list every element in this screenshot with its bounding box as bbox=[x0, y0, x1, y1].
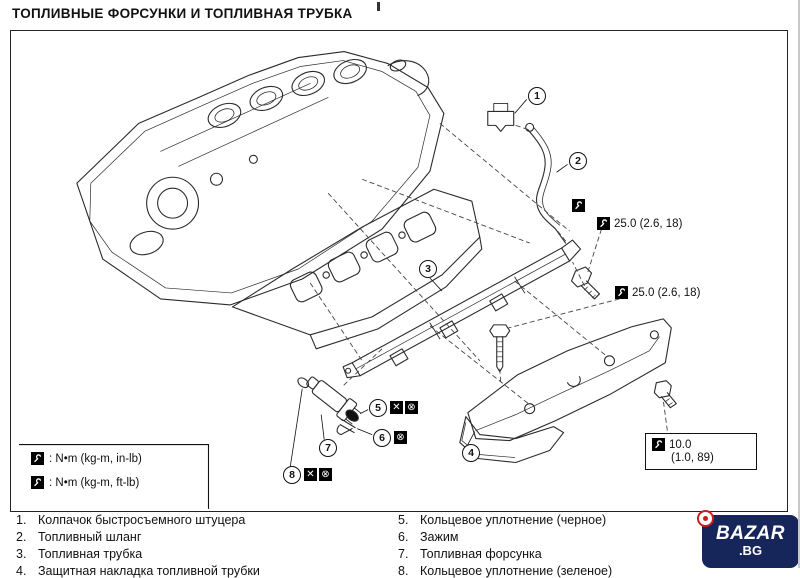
callout-6-number: 6 bbox=[379, 432, 385, 444]
callout-4-number: 4 bbox=[468, 447, 474, 459]
cross-circle-icon: ⊗ bbox=[405, 401, 418, 414]
torque-label-boxed: 10.0 (1.0, 89) bbox=[645, 433, 757, 470]
wrench-icon bbox=[572, 199, 585, 212]
torque-label-upper: 25.0 (2.6, 18) bbox=[597, 217, 682, 230]
legend-row-ftlb: : N•m (kg-m, ft-lb) bbox=[31, 476, 139, 489]
callout-8-number: 8 bbox=[289, 469, 295, 481]
engine-line-art bbox=[18, 51, 677, 509]
hose-torque-marker bbox=[572, 197, 585, 215]
part-label: Кольцевое уплотнение (зеленое) bbox=[420, 564, 613, 578]
wrench-icon bbox=[652, 438, 665, 451]
callout-2: 2 bbox=[569, 152, 587, 170]
parts-list-item-3: 3. Топливная трубка bbox=[16, 547, 142, 561]
part-number: 5. bbox=[398, 513, 409, 527]
callout-1-number: 1 bbox=[534, 90, 540, 102]
callout-5: 5 bbox=[369, 399, 387, 417]
page-title: ТОПЛИВНЫЕ ФОРСУНКИ И ТОПЛИВНАЯ ТРУБКА bbox=[12, 6, 353, 21]
parts-list-item-1: 1. Колпачок быстросъемного штуцера bbox=[16, 513, 245, 527]
part-number: 8. bbox=[398, 564, 409, 578]
cross-circle-icon: ⊗ bbox=[394, 431, 407, 444]
part-number: 6. bbox=[398, 530, 409, 544]
torque-value: 25.0 (2.6, 18) bbox=[632, 286, 701, 299]
part-number: 4. bbox=[16, 564, 27, 578]
callout-6: 6 bbox=[373, 429, 391, 447]
parts-list-item-8: 8. Кольцевое уплотнение (зеленое) bbox=[398, 564, 612, 578]
cross-square-icon: ✕ bbox=[390, 401, 403, 414]
wrench-icon bbox=[31, 452, 44, 465]
scan-artifact bbox=[377, 2, 380, 11]
bazar-bg-watermark: BAZAR .BG bbox=[697, 510, 799, 568]
part-label: Топливная форсунка bbox=[420, 547, 542, 561]
torque-value: 25.0 (2.6, 18) bbox=[614, 217, 683, 230]
callout-5-markers: ✕ ⊗ bbox=[390, 401, 418, 414]
part-number: 7. bbox=[398, 547, 409, 561]
part-label: Колпачок быстросъемного штуцера bbox=[38, 513, 246, 527]
legend-text: : N•m (kg-m, in-lb) bbox=[49, 452, 142, 465]
cross-circle-icon: ⊗ bbox=[319, 468, 332, 481]
callout-1: 1 bbox=[528, 87, 546, 105]
part-number: 2. bbox=[16, 530, 27, 544]
callout-7-number: 7 bbox=[325, 442, 331, 454]
part-label: Кольцевое уплотнение (черное) bbox=[420, 513, 607, 527]
parts-list-item-2: 2. Топливный шланг bbox=[16, 530, 141, 544]
part-label: Защитная накладка топливной трубки bbox=[38, 564, 260, 578]
callout-8: 8 bbox=[283, 466, 301, 484]
torque-value: 10.0 bbox=[669, 438, 692, 451]
parts-list-item-7: 7. Топливная форсунка bbox=[398, 547, 542, 561]
torque-label-middle: 25.0 (2.6, 18) bbox=[615, 286, 700, 299]
wrench-icon bbox=[31, 476, 44, 489]
cross-square-icon: ✕ bbox=[304, 468, 317, 481]
callout-6-markers: ⊗ bbox=[394, 431, 407, 444]
parts-list-item-5: 5. Кольцевое уплотнение (черное) bbox=[398, 513, 606, 527]
callout-4: 4 bbox=[462, 444, 480, 462]
parts-list-item-4: 4. Защитная накладка топливной трубки bbox=[16, 564, 260, 578]
engine-diagram: 1 2 3 4 5 6 7 8 ✕ ⊗ ⊗ ✕ ⊗ 25.0 (2.6, 18)… bbox=[10, 30, 788, 512]
callout-2-number: 2 bbox=[575, 155, 581, 167]
part-label: Топливная трубка bbox=[38, 547, 143, 561]
wrench-icon bbox=[615, 286, 628, 299]
part-number: 3. bbox=[16, 547, 27, 561]
wrench-icon bbox=[597, 217, 610, 230]
torque-value-secondary: (1.0, 89) bbox=[671, 452, 714, 464]
watermark-suffix: .BG bbox=[738, 543, 763, 558]
callout-3-number: 3 bbox=[425, 263, 431, 275]
watermark-brand: BAZAR bbox=[716, 523, 785, 544]
scan-edge bbox=[798, 0, 800, 568]
callout-8-markers: ✕ ⊗ bbox=[304, 468, 332, 481]
callout-5-number: 5 bbox=[375, 402, 381, 414]
part-label: Топливный шланг bbox=[38, 530, 142, 544]
part-number: 1. bbox=[16, 513, 27, 527]
price-tag-icon bbox=[697, 510, 714, 527]
legend-text: : N•m (kg-m, ft-lb) bbox=[49, 476, 140, 489]
legend-row-inlb: : N•m (kg-m, in-lb) bbox=[31, 452, 142, 465]
callout-7: 7 bbox=[319, 439, 337, 457]
parts-list-item-6: 6. Зажим bbox=[398, 530, 458, 544]
callout-3: 3 bbox=[419, 260, 437, 278]
part-label: Зажим bbox=[420, 530, 459, 544]
